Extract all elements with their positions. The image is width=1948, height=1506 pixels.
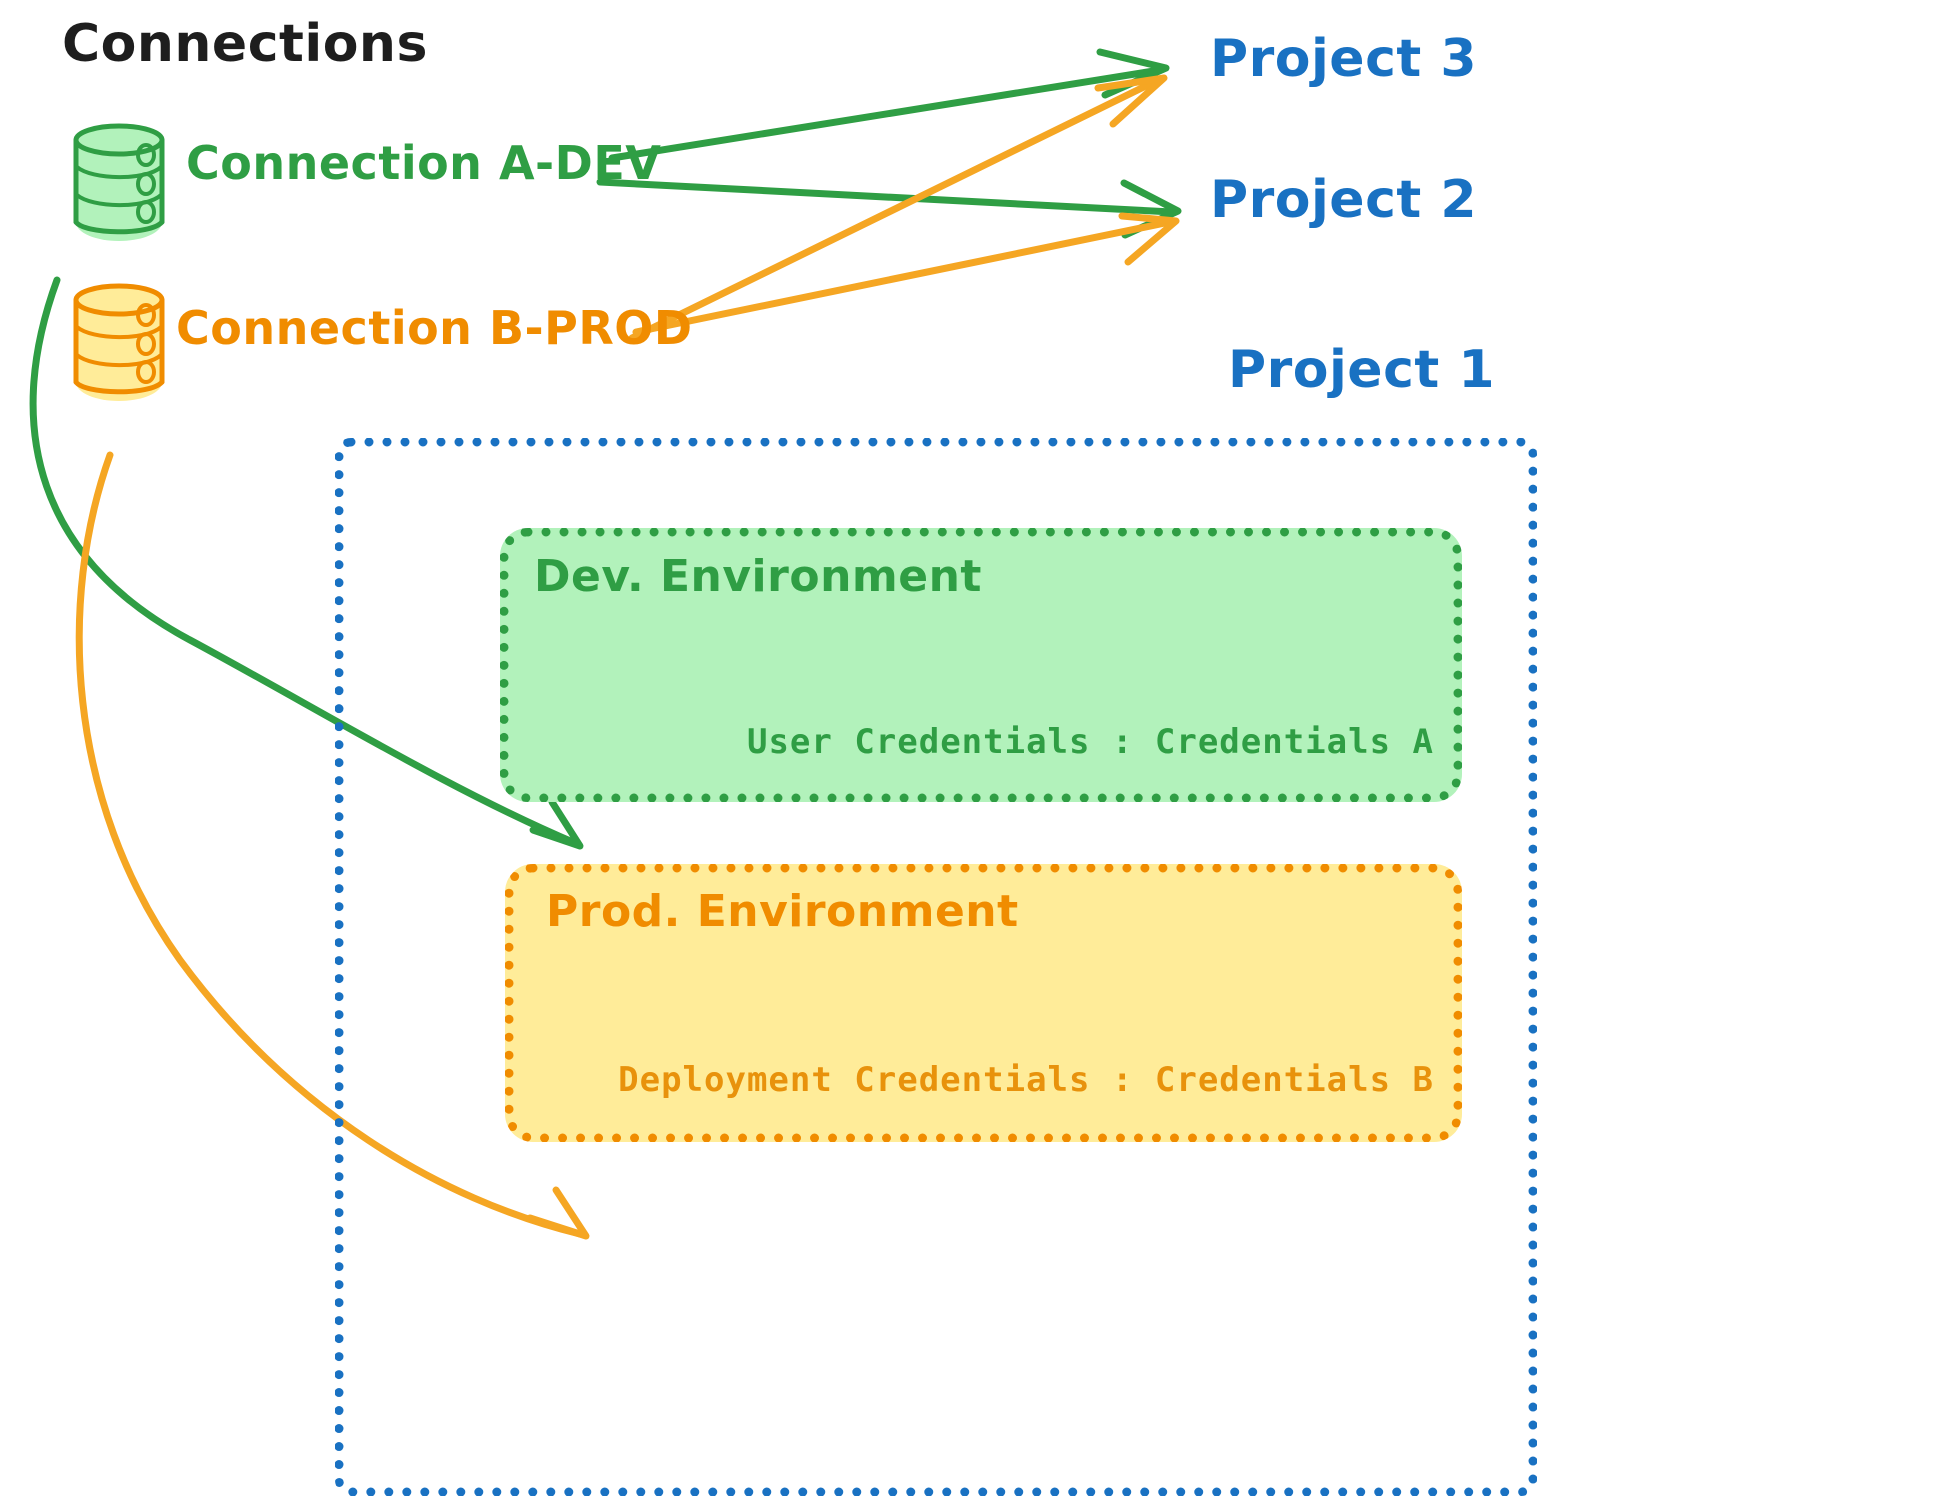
arrow-conn-b-to-prod-environment <box>75 451 590 1240</box>
arrow-conn-a-to-dev-environment <box>29 276 584 850</box>
connection-a-dev-label: Connection A-DEV <box>186 136 662 190</box>
page-title: Connections <box>62 14 428 74</box>
project-2-label[interactable]: Project 2 <box>1210 170 1478 230</box>
arrow-conn-b-to-project-2 <box>632 212 1180 336</box>
project-1-container[interactable] <box>335 438 1537 1496</box>
arrow-conn-b-to-project-3 <box>628 74 1168 342</box>
database-cylinder-icon-a-dev[interactable] <box>73 123 165 241</box>
dev-environment-box[interactable] <box>500 528 1462 802</box>
project-3-label[interactable]: Project 3 <box>1210 29 1478 89</box>
prod-environment-credentials: Deployment Credentials : Credentials B <box>618 1060 1434 1100</box>
project-1-label[interactable]: Project 1 <box>1228 340 1496 400</box>
dev-environment-title: Dev. Environment <box>534 551 982 602</box>
database-cylinder-icon-b-prod[interactable] <box>73 283 165 401</box>
prod-environment-title: Prod. Environment <box>546 886 1019 937</box>
prod-environment-box[interactable] <box>505 864 1462 1142</box>
arrow-conn-a-to-project-3 <box>608 48 1170 162</box>
connection-b-prod-label: Connection B-PROD <box>176 301 693 355</box>
dev-environment-credentials: User Credentials : Credentials A <box>746 722 1434 762</box>
